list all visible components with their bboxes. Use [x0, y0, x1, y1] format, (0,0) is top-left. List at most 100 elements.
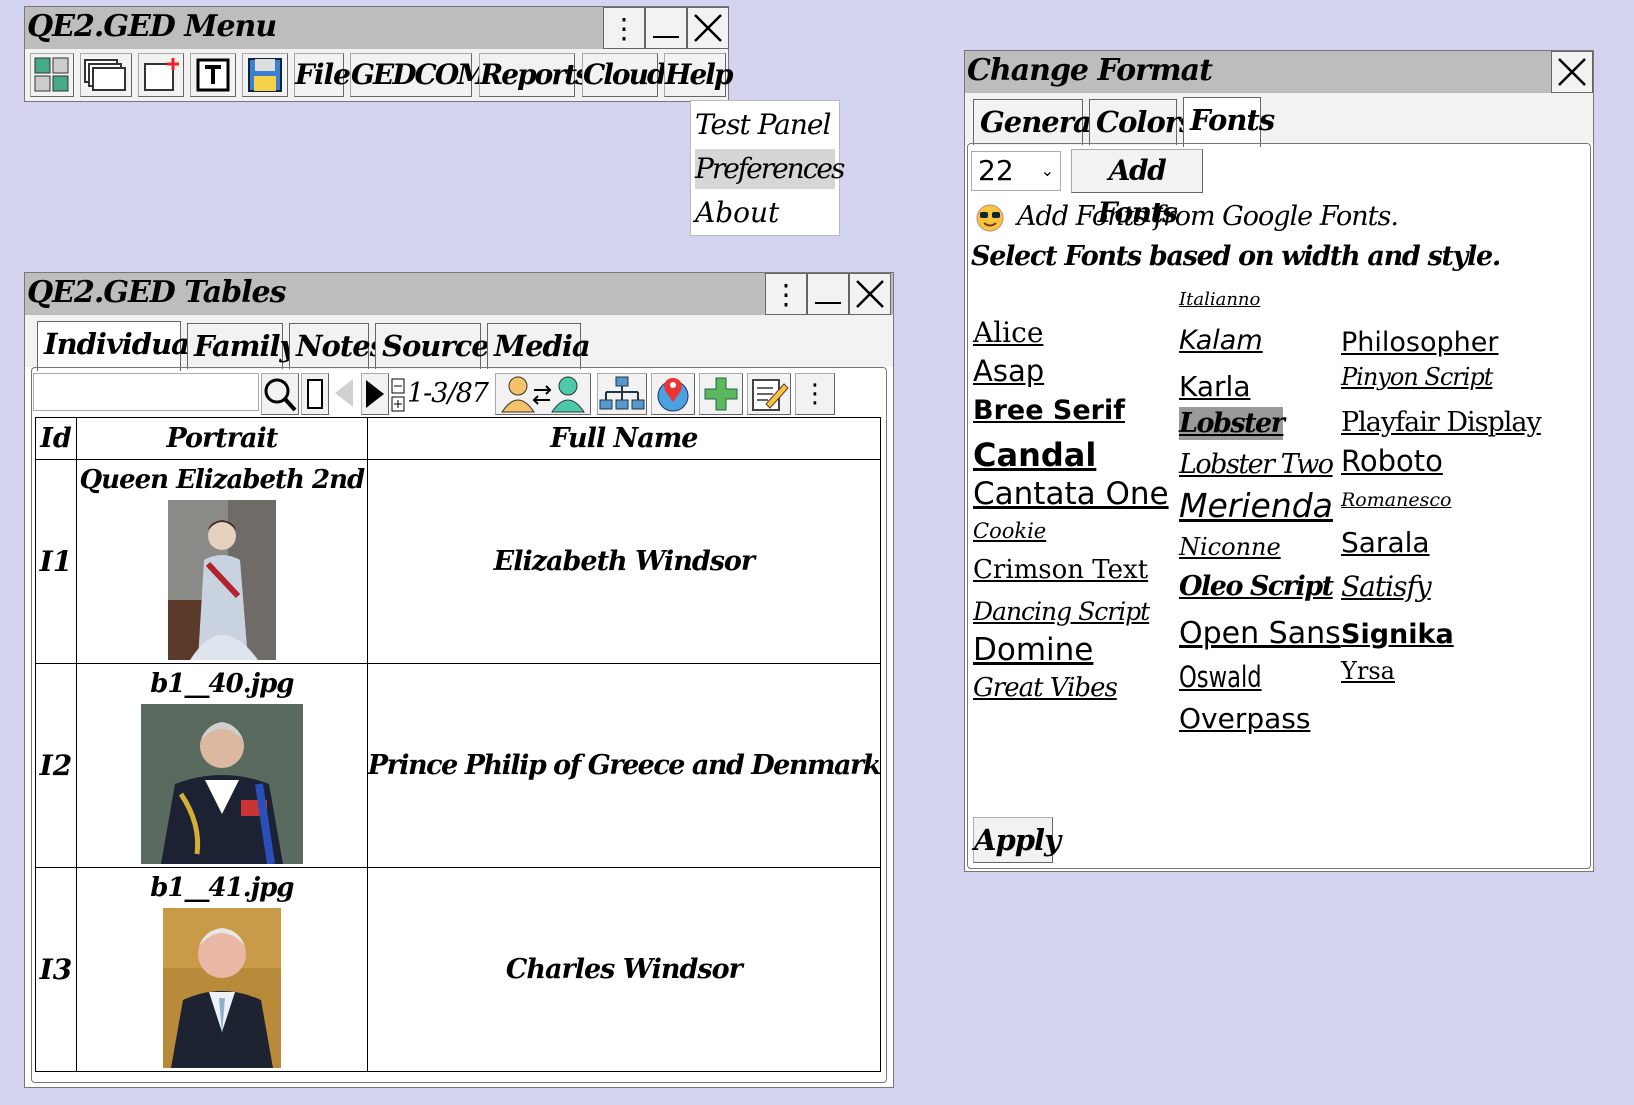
tab-colors[interactable]: Colors	[1089, 99, 1195, 145]
font-lobster[interactable]: Lobster	[1179, 407, 1285, 440]
tab-media[interactable]: Media	[487, 323, 591, 369]
font-dancing-script[interactable]: Dancing Script	[973, 597, 1150, 626]
kebab-icon: ⋮	[610, 11, 638, 45]
tables-minimize-button[interactable]	[807, 273, 849, 315]
portrait-image[interactable]	[167, 500, 276, 660]
font-romanesco[interactable]: Romanesco	[1341, 489, 1452, 511]
search-input[interactable]	[33, 373, 259, 411]
table-row[interactable]: I2 b1__40.jpg Prince Philip of Greece an…	[35, 663, 882, 868]
format-panel	[967, 143, 1591, 869]
font-alice[interactable]: Alice	[973, 316, 1044, 349]
font-kalam[interactable]: Kalam	[1179, 325, 1263, 356]
next-page-button[interactable]	[361, 373, 389, 415]
font-size-select[interactable]: 22 ⌄	[971, 151, 1061, 191]
cell-portrait: Queen Elizabeth 2nd	[75, 459, 368, 664]
font-great-vibes[interactable]: Great Vibes	[973, 673, 1118, 703]
font-cantata-one[interactable]: Cantata One	[973, 476, 1169, 512]
tables-kebab-button[interactable]: ⋮	[765, 273, 807, 315]
font-satisfy[interactable]: Satisfy	[1341, 570, 1432, 603]
format-close-button[interactable]	[1551, 51, 1593, 93]
font-cookie[interactable]: Cookie	[973, 519, 1047, 543]
edit-icon	[752, 379, 789, 411]
column-header-full-name[interactable]: Full Name	[366, 417, 882, 460]
tab-fonts[interactable]: Fonts	[1183, 97, 1275, 147]
menu-minimize-button[interactable]	[645, 7, 687, 49]
menu-kebab-button[interactable]: ⋮	[603, 7, 645, 49]
font-oleo-script[interactable]: Oleo Script	[1179, 571, 1334, 602]
new-window-button[interactable]	[138, 53, 184, 97]
cell-full-name: Charles Windsor	[366, 867, 882, 1072]
page-size-stepper[interactable]	[391, 377, 405, 413]
save-button[interactable]	[242, 53, 288, 97]
close-icon	[694, 14, 722, 42]
reports-button[interactable]: Reports	[479, 53, 591, 97]
column-header-portrait[interactable]: Portrait	[75, 417, 368, 460]
font-overpass[interactable]: Overpass	[1179, 702, 1311, 735]
gedcom-button[interactable]: GEDCOM	[350, 53, 488, 97]
windows-button[interactable]	[80, 53, 132, 97]
tables-window-title: QE2.GED Tables	[27, 275, 287, 310]
font-sarala[interactable]: Sarala	[1341, 526, 1430, 559]
column-header-id[interactable]: Id	[35, 417, 77, 460]
file-button[interactable]: File	[294, 53, 351, 97]
font-philosopher[interactable]: Philosopher	[1341, 327, 1499, 358]
cell-full-name: Prince Philip of Greece and Denmark	[366, 663, 882, 868]
font-candal[interactable]: Candal	[973, 436, 1097, 474]
record-counter: 1-3/87	[407, 378, 489, 409]
font-domine[interactable]: Domine	[973, 632, 1094, 668]
tree-button[interactable]	[597, 373, 647, 415]
font-open-sans[interactable]: Open Sans	[1179, 616, 1341, 651]
swap-person-button[interactable]	[495, 373, 591, 415]
add-button[interactable]	[699, 373, 743, 415]
search-button[interactable]	[261, 373, 299, 415]
tab-general[interactable]: General	[973, 99, 1102, 145]
format-window-title: Change Format	[967, 53, 1213, 88]
map-button[interactable]	[651, 373, 695, 415]
font-asap[interactable]: Asap	[973, 354, 1045, 388]
text-button[interactable]	[190, 53, 236, 97]
font-roboto[interactable]: Roboto	[1341, 444, 1443, 478]
add-fonts-button[interactable]: Add Fonts	[1071, 149, 1203, 229]
font-merienda[interactable]: Merienda	[1179, 486, 1333, 525]
new-window-icon	[144, 58, 179, 91]
prev-page-button[interactable]	[331, 373, 359, 415]
menu-item-test-panel[interactable]: Test Panel	[695, 108, 831, 141]
font-italianno[interactable]: Italianno	[1179, 289, 1261, 310]
individual-table: Id Portrait Full Name I1 Queen Elizabeth…	[35, 417, 882, 1072]
menu-titlebar[interactable]: QE2.GED Menu ⋮	[25, 7, 729, 49]
format-titlebar[interactable]: Change Format	[965, 51, 1593, 93]
font-niconne[interactable]: Niconne	[1179, 533, 1281, 561]
info-line-2: Select Fonts based on width and style.	[971, 241, 1501, 272]
portrait-image[interactable]	[162, 908, 281, 1068]
font-pinyon-script[interactable]: Pinyon Script	[1341, 363, 1493, 391]
tab-family[interactable]: Family	[187, 323, 296, 369]
tree-icon	[599, 376, 645, 410]
cloud-button[interactable]: Cloud	[582, 53, 667, 97]
tables-close-button[interactable]	[849, 273, 891, 315]
font-oswald[interactable]: Oswald	[1179, 660, 1262, 694]
font-crimson-text[interactable]: Crimson Text	[973, 555, 1149, 585]
menu-item-preferences[interactable]: Preferences	[695, 149, 845, 189]
menu-item-about[interactable]: About	[695, 196, 780, 229]
table-row[interactable]: I3 b1__41.jpg Charles Windsor	[35, 867, 882, 1072]
tab-sources[interactable]: Sources	[375, 323, 505, 369]
portrait-caption: Queen Elizabeth 2nd	[79, 465, 366, 495]
font-yrsa[interactable]: Yrsa	[1341, 657, 1395, 685]
font-karla[interactable]: Karla	[1179, 370, 1251, 403]
font-signika[interactable]: Signika	[1341, 619, 1454, 650]
column-toggle-button[interactable]	[301, 373, 329, 415]
table-row[interactable]: I1 Queen Elizabeth 2nd Elizabeth Windsor	[35, 459, 882, 664]
font-lobster-two[interactable]: Lobster Two	[1179, 449, 1334, 480]
tab-individual[interactable]: Individual	[37, 321, 200, 371]
tables-titlebar[interactable]: QE2.GED Tables ⋮	[25, 273, 893, 315]
apply-button[interactable]: Apply	[973, 817, 1061, 863]
font-bree-serif[interactable]: Bree Serif	[973, 395, 1125, 426]
help-button[interactable]: Help	[664, 53, 733, 97]
menu-close-button[interactable]	[687, 7, 729, 49]
tab-notes[interactable]: Notes	[289, 323, 386, 369]
font-playfair-display[interactable]: Playfair Display	[1341, 407, 1542, 438]
edit-button[interactable]	[747, 373, 791, 415]
tables-window-button[interactable]	[30, 53, 74, 97]
table-kebab-button[interactable]: ⋮	[795, 373, 835, 415]
portrait-image[interactable]	[140, 704, 303, 864]
